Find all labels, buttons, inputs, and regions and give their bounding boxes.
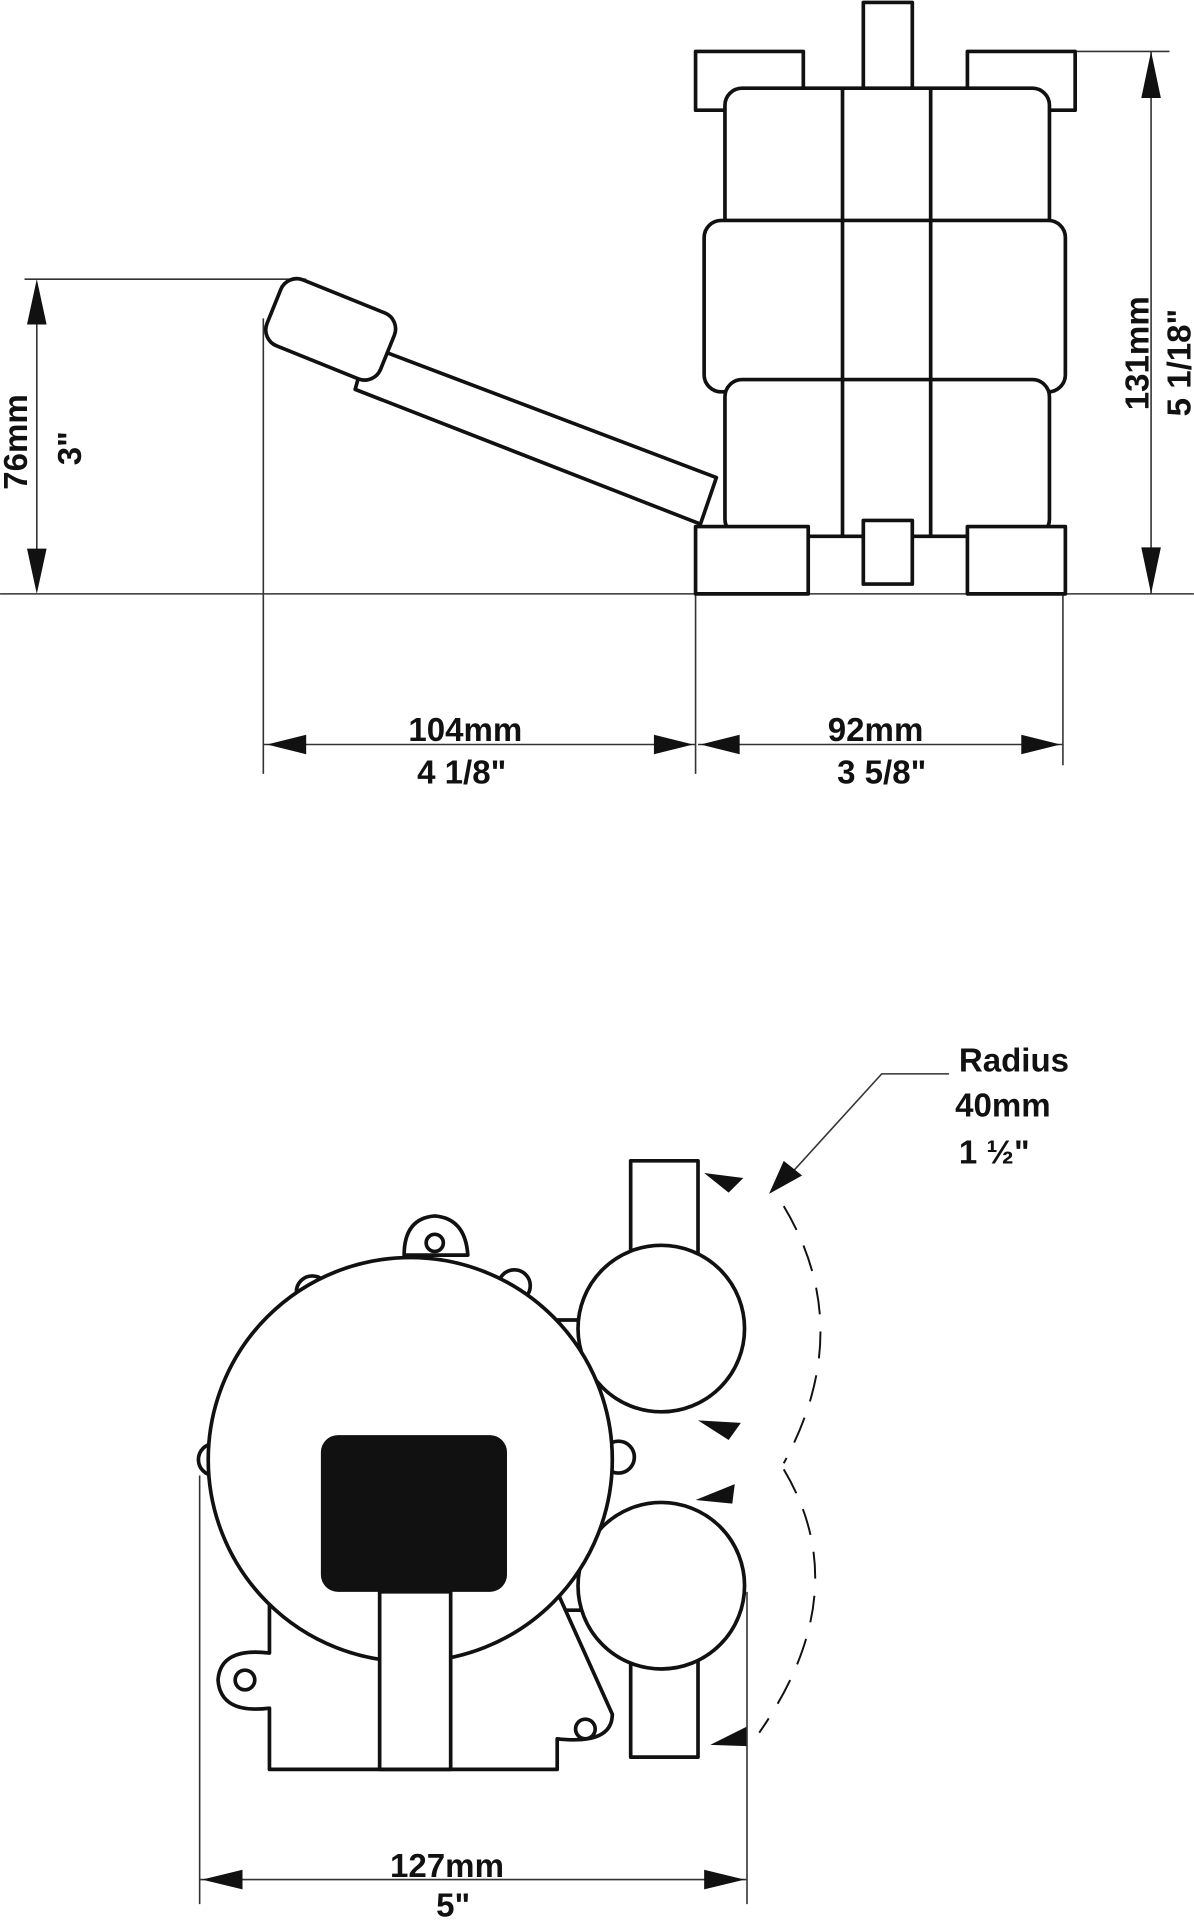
handle-socket (320, 1435, 507, 1592)
lever-handle (263, 276, 719, 526)
arrow-icon (704, 1869, 745, 1890)
arrow-icon (698, 1420, 741, 1440)
arrow-icon (1021, 734, 1061, 755)
arrow-icon (769, 1160, 803, 1194)
arrow-icon (202, 1869, 243, 1890)
dim-92-inch: 3 5/8" (837, 755, 926, 792)
arrow-icon (1141, 51, 1161, 98)
dim-76-inch: 3" (52, 431, 89, 465)
dim-76-mm: 76mm (0, 394, 35, 490)
radius-label: Radius (959, 1042, 1069, 1079)
radius-arc (782, 1205, 822, 1464)
dim-104-mm: 104mm (408, 712, 522, 749)
dim-92-mm: 92mm (828, 712, 924, 749)
side-view: 76mm 3" 131mm 5 1/18" 104mm 4 1/8" 92mm … (0, 0, 1194, 792)
arrow-icon (1141, 547, 1161, 594)
pump-body-top (196, 1158, 747, 1772)
arrow-icon (27, 279, 47, 325)
arrow-icon (653, 734, 694, 755)
arrow-icon (710, 1726, 747, 1747)
dim-131-mm: 131mm (1120, 296, 1157, 410)
radius-arc (758, 1468, 817, 1734)
arrow-icon (267, 734, 307, 755)
arrow-icon (27, 548, 47, 594)
radius-mm: 40mm (955, 1088, 1051, 1125)
dim-127-inch: 5" (436, 1887, 470, 1920)
arrow-icon (700, 734, 740, 755)
dim-104-inch: 4 1/8" (417, 755, 506, 792)
arrow-icon (695, 1484, 735, 1504)
radius-inch: 1 ½" (959, 1134, 1030, 1171)
arrow-icon (704, 1173, 744, 1193)
pump-body-side (693, 0, 1077, 596)
top-view: Radius 40mm 1 ½" 127mm 5" (196, 1042, 1069, 1920)
dim-127-mm: 127mm (390, 1848, 504, 1885)
dim-131-inch: 5 1/18" (1161, 309, 1194, 417)
radius-leader (783, 1073, 950, 1183)
